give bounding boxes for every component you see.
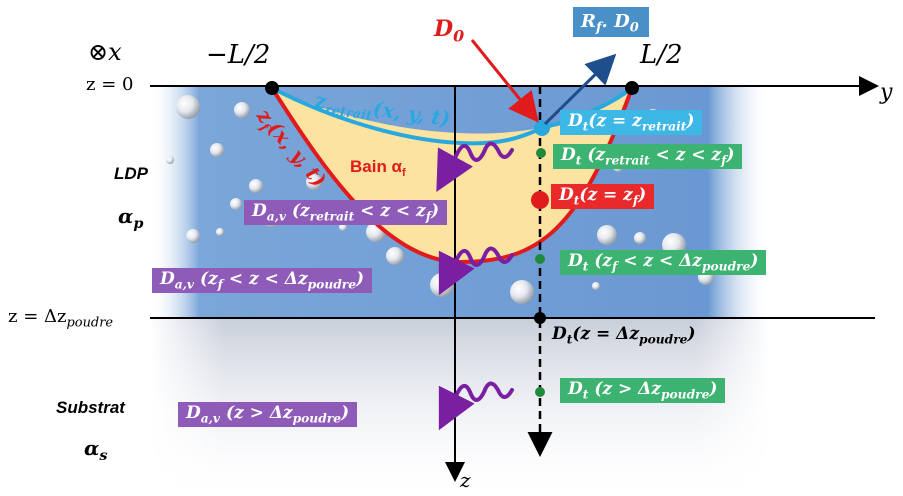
point-green-2 — [535, 254, 545, 264]
minus-half-L-label: −L/2 — [206, 40, 271, 70]
point-green-1 — [536, 148, 546, 158]
point-front — [531, 191, 549, 209]
dt-interface-label: Dt(z = Δzpoudre) — [552, 324, 696, 347]
ldp-label: LDP — [114, 164, 148, 183]
radiation-waves — [436, 141, 514, 431]
dt-retrait-label: Dt(z = zretrait) — [560, 110, 703, 136]
dav-substrate-label: Da,v (z > Δzpoudre) — [178, 402, 358, 428]
dt-substrate-label: Dt (z > Δzpoudre) — [560, 378, 726, 404]
ldp-alpha: αp — [118, 204, 144, 233]
point-green-3 — [535, 387, 545, 397]
z-axis-label: z — [460, 468, 471, 492]
substrat-label: Substrat — [56, 398, 125, 417]
bath-label: Bain αf — [350, 157, 406, 179]
substrat-alpha: αs — [84, 436, 108, 465]
dav-front-powder-label: Da,v (zf < z < Δzpoudre) — [152, 268, 373, 294]
dav-retrait-front-label: Da,v (zretrait < z < zf) — [244, 200, 448, 226]
y-axis-label: y — [880, 80, 893, 105]
dt-front-powder-label: Dt (zf < z < Δzpoudre) — [560, 250, 767, 276]
incident-arrow — [470, 39, 539, 123]
half-L-label: L/2 — [640, 40, 683, 70]
x-axis-symbol: ⊗x — [88, 38, 122, 66]
point-interface — [534, 312, 546, 324]
reflected-arrow — [543, 53, 617, 126]
z-zero-label: z = 0 — [86, 74, 134, 95]
reflected-beam-label: Rf. D0 — [573, 7, 649, 37]
endpoint-right — [625, 81, 639, 95]
z-powder-label: z = Δzpoudre — [8, 306, 114, 331]
endpoint-left — [265, 81, 279, 95]
dt-front-label: Dt(z = zf) — [551, 184, 655, 210]
dt-retrait-front-label: Dt (zretrait < z < zf) — [553, 144, 743, 170]
incident-beam-label: D0 — [434, 16, 465, 46]
